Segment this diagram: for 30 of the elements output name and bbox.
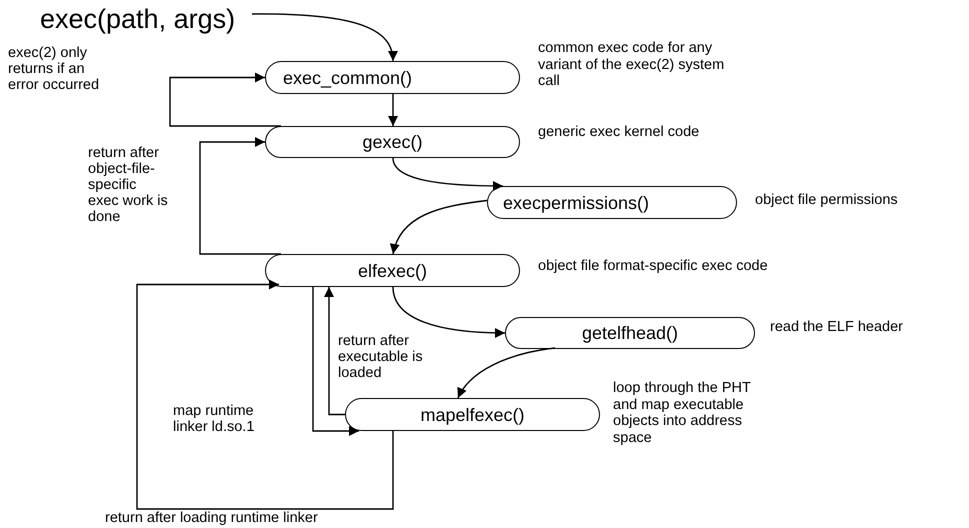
function-pill <box>265 61 520 94</box>
arrow <box>252 13 398 62</box>
arrow <box>392 158 503 191</box>
arrow <box>199 137 281 255</box>
node-note: common exec code for any variant of the exec(2) system call <box>538 40 726 90</box>
call-label: exec(path, args) <box>40 6 250 33</box>
node-note: object file format-specific exec code <box>538 258 769 275</box>
function-name: elfexec() <box>356 262 428 280</box>
arrow <box>169 72 281 127</box>
node-note: loop through the PHT and map executable objects into address space <box>613 380 752 447</box>
arrow <box>136 280 394 510</box>
function-pill <box>505 317 755 349</box>
arrow <box>312 287 359 436</box>
arrow <box>392 286 506 338</box>
function-name: mapelfexec() <box>419 406 526 424</box>
function-pill <box>345 398 600 431</box>
node-note: read the ELF header <box>770 319 904 336</box>
function-name: getelfhead() <box>580 324 680 342</box>
function-name: gexec() <box>361 133 424 151</box>
function-name: execpermissions() <box>502 194 650 212</box>
function-name: exec_common() <box>282 68 414 86</box>
arrow <box>390 200 488 254</box>
arrow <box>388 94 398 126</box>
function-pill <box>265 126 520 158</box>
arrow <box>324 287 345 416</box>
node-note: object file permissions <box>755 192 899 209</box>
node-note: generic exec kernel code <box>538 124 700 141</box>
function-pill <box>265 254 520 287</box>
function-pill <box>487 186 737 219</box>
arrow <box>457 347 556 398</box>
